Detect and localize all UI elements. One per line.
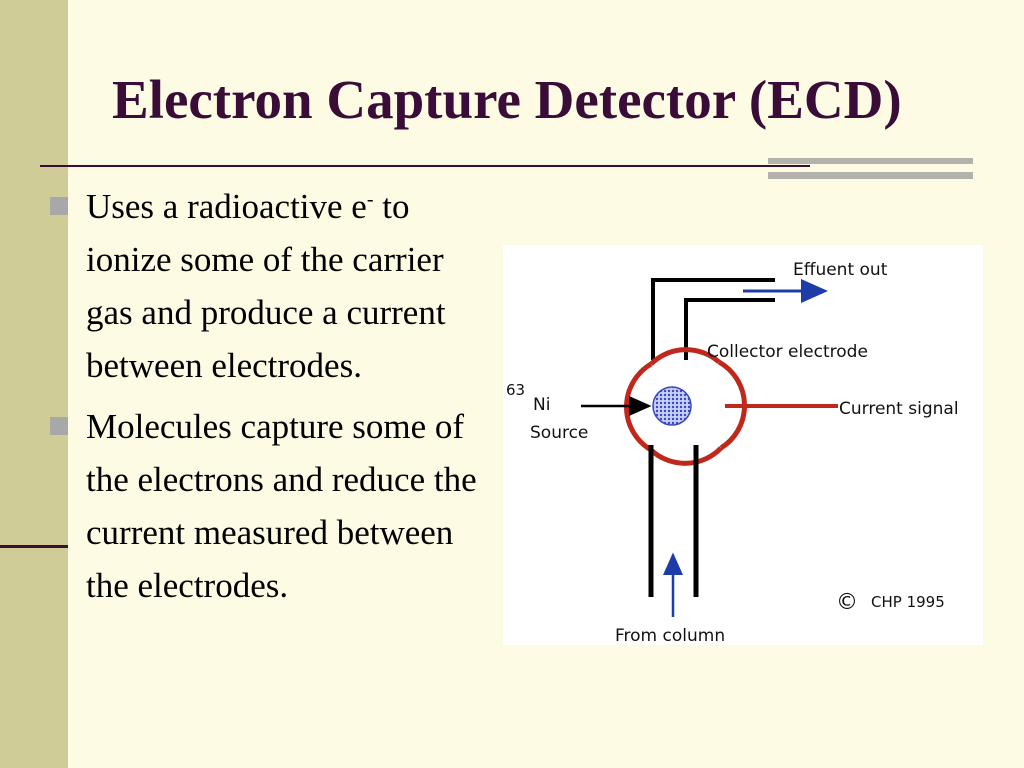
from-column-label: From column — [615, 626, 725, 645]
title-accent-bar-top — [768, 158, 973, 164]
bullet-list: Uses a radioactive e- to ionize some of … — [48, 180, 498, 620]
sidebar-rule — [0, 545, 68, 548]
slide-title: Electron Capture Detector (ECD) — [112, 69, 902, 130]
outlet-wall-inner — [684, 298, 775, 360]
copyright-label: CHP 1995 — [871, 593, 945, 611]
source-mass-number: 63 — [506, 381, 525, 399]
effluent-label: Effuent out — [793, 260, 888, 280]
bullet-item-2: Molecules capture some of the electrons … — [48, 400, 498, 612]
ni-source-icon — [652, 386, 692, 426]
title-divider — [40, 165, 810, 167]
collector-label: Collector electrode — [707, 342, 868, 362]
bullet-text-1: Uses a radioactive e- to ionize some of … — [86, 187, 446, 385]
source-element-label: Ni — [533, 395, 550, 415]
ecd-diagram: Effuent out Collector electrode Current … — [503, 245, 983, 645]
bullet-item-1: Uses a radioactive e- to ionize some of … — [48, 180, 498, 392]
sidebar-band — [0, 0, 68, 768]
title-accent-bar-bottom — [768, 172, 973, 179]
collector-electrode-top-arc — [649, 347, 721, 366]
bullet-text-1-part-b: to ionize some of the carrier gas and pr… — [86, 187, 446, 385]
outlet-wall-outer — [651, 278, 775, 360]
ecd-diagram-svg: Effuent out Collector electrode Current … — [506, 260, 959, 645]
square-bullet-icon — [50, 197, 68, 215]
source-word-label: Source — [530, 423, 588, 443]
current-signal-label: Current signal — [839, 399, 959, 419]
bullet-text-1-part-a: Uses a radioactive e — [86, 187, 367, 226]
bullet-text-2: Molecules capture some of the electrons … — [86, 407, 477, 605]
copyright-icon: © — [836, 590, 858, 615]
collector-electrode-bottom-arc — [649, 446, 723, 466]
bullet-text-1-superscript: - — [366, 188, 374, 211]
square-bullet-icon — [50, 417, 68, 435]
